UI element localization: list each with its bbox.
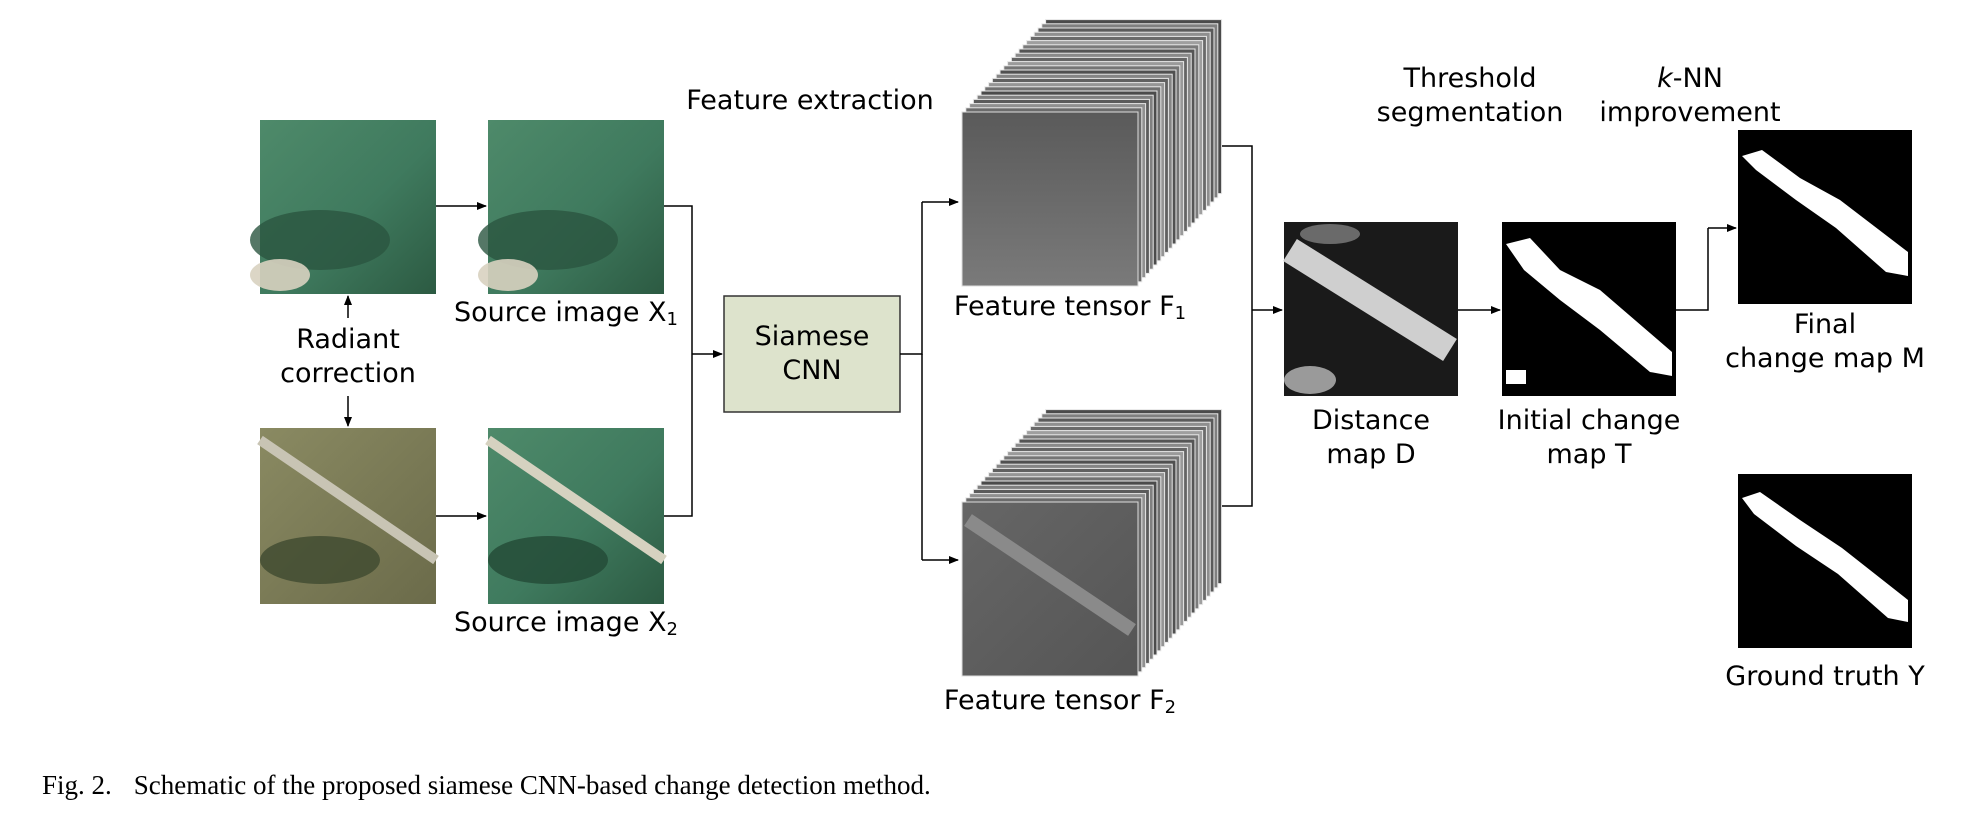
connector-x2-to-cnn: [664, 354, 693, 517]
siamese-cnn-label: Siamese CNN: [754, 321, 870, 386]
feature-tensor-f2-label: Feature tensor F2: [943, 685, 1177, 718]
initial-change-map-label: Initial change map T: [1497, 405, 1681, 470]
final-change-map-label: Final change map M: [1725, 309, 1925, 374]
ground-truth-image: [1738, 474, 1912, 648]
connector-x1-to-cnn: [664, 205, 693, 354]
caption-text: Schematic of the proposed siamese CNN-ba…: [133, 770, 931, 800]
tensor-front-layer: [961, 111, 1139, 287]
raw-image-2: [257, 428, 439, 604]
initial-change-map-image: [1502, 222, 1676, 396]
connector-cnn-split: [900, 202, 923, 355]
feature-tensor-f2: [961, 409, 1223, 677]
source-image-x2: [485, 428, 667, 604]
knn-improvement-label: k-NN improvement: [1599, 63, 1781, 128]
ground-truth-label: Ground truth Y: [1725, 661, 1925, 692]
distance-map-label: Distance map D: [1311, 405, 1431, 470]
connector-f1-to-distance: [1222, 145, 1253, 310]
final-change-map-image: [1738, 130, 1912, 304]
figure-number: Fig. 2.: [42, 770, 112, 800]
threshold-segmentation-label: Threshold segmentation: [1376, 63, 1564, 128]
feature-tensor-f1-label: Feature tensor F1: [953, 291, 1187, 324]
raw-image-1: [250, 120, 436, 294]
connector-initial-to-final: [1676, 228, 1709, 311]
source-image-x2-label: Source image X2: [454, 607, 678, 640]
connector-f2-to-distance: [1222, 310, 1253, 507]
source-image-x1: [478, 120, 664, 294]
siamese-cnn-box: [723, 295, 901, 413]
radiant-correction-label: Radiant correction: [280, 324, 416, 389]
feature-tensor-f1: [961, 19, 1223, 287]
tensor-road-feature: [964, 514, 1136, 636]
feature-extraction-label: Feature extraction: [686, 85, 934, 116]
distance-map-image: [1283, 222, 1458, 396]
source-image-x1-label: Source image X1: [454, 297, 678, 330]
figure-caption: Fig. 2. Schematic of the proposed siamese…: [42, 770, 931, 801]
